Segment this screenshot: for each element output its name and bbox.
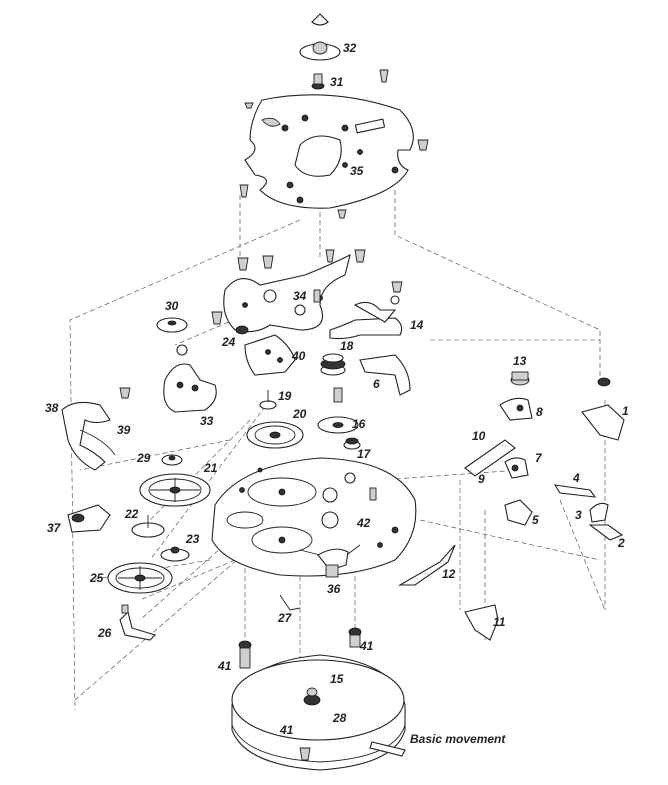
part-42	[211, 457, 417, 577]
label-41a: 41	[359, 639, 374, 653]
label-8: 8	[536, 405, 543, 419]
label-32: 32	[343, 41, 357, 55]
part-23	[160, 546, 190, 562]
label-37: 37	[47, 521, 62, 535]
part-labels: 32 31 35 34 30 24 14 18 40 13 6 19 38 8 …	[45, 41, 629, 746]
part-22	[131, 515, 165, 538]
label-27: 27	[277, 611, 293, 625]
part-5	[504, 499, 533, 526]
part-13	[510, 371, 530, 386]
label-17: 17	[357, 447, 372, 461]
part-3	[589, 502, 609, 523]
label-10: 10	[472, 429, 486, 443]
label-9: 9	[478, 472, 485, 486]
label-31: 31	[330, 75, 344, 89]
part-30	[156, 317, 188, 333]
part-37	[67, 504, 111, 533]
label-42: 42	[356, 516, 371, 530]
part-4	[553, 484, 597, 498]
basic-movement-case	[231, 654, 406, 771]
label-34: 34	[293, 289, 307, 303]
label-7: 7	[535, 451, 543, 465]
part-33	[119, 344, 217, 413]
label-35: 35	[350, 164, 364, 178]
label-40: 40	[291, 349, 306, 363]
part-29	[161, 454, 183, 466]
label-6: 6	[373, 377, 380, 391]
label-41c: 41	[279, 723, 294, 737]
label-18: 18	[340, 339, 354, 353]
label-26: 26	[97, 626, 112, 640]
label-12: 12	[442, 567, 456, 581]
part-7	[504, 457, 529, 479]
label-23: 23	[185, 532, 200, 546]
label-20: 20	[292, 407, 307, 421]
label-13: 13	[513, 354, 527, 368]
label-4: 4	[572, 471, 580, 485]
label-41b: 41	[217, 659, 232, 673]
part-8	[499, 397, 533, 421]
label-3: 3	[575, 508, 582, 522]
part-39	[79, 429, 116, 456]
label-38: 38	[45, 401, 59, 415]
part-38	[61, 401, 111, 471]
caption-basic-movement: Basic movement	[410, 732, 506, 746]
label-2: 2	[617, 536, 625, 550]
label-16: 16	[352, 417, 366, 431]
label-39: 39	[117, 423, 131, 437]
part-32	[299, 13, 341, 61]
part-34	[211, 249, 366, 335]
label-24: 24	[221, 335, 236, 349]
part-6	[359, 354, 411, 396]
label-19: 19	[278, 389, 292, 403]
part-2	[588, 524, 624, 541]
part-20	[246, 421, 304, 449]
part-19	[259, 390, 277, 410]
label-1: 1	[622, 404, 629, 418]
label-29: 29	[136, 451, 151, 465]
part-40	[244, 334, 296, 376]
part-35	[239, 69, 429, 219]
label-11: 11	[493, 615, 506, 629]
label-21: 21	[203, 461, 218, 475]
part-21	[139, 473, 211, 507]
label-22: 22	[124, 507, 139, 521]
part-14	[329, 281, 403, 340]
part-12	[397, 544, 456, 586]
part-27	[279, 594, 301, 611]
part-26	[119, 604, 157, 641]
label-36: 36	[327, 582, 341, 596]
part-1	[581, 377, 625, 441]
part-25	[107, 562, 173, 594]
label-33: 33	[200, 414, 214, 428]
label-25: 25	[89, 571, 104, 585]
part-10	[464, 439, 516, 477]
part-18	[320, 353, 346, 376]
part-31	[311, 73, 325, 90]
label-15: 15	[330, 672, 344, 686]
label-28: 28	[332, 711, 347, 725]
label-14: 14	[410, 318, 424, 332]
label-30: 30	[165, 299, 179, 313]
label-5: 5	[532, 513, 539, 527]
part-11	[464, 604, 499, 641]
part-16	[317, 387, 359, 434]
part-36	[317, 548, 349, 578]
part-17	[343, 437, 361, 450]
